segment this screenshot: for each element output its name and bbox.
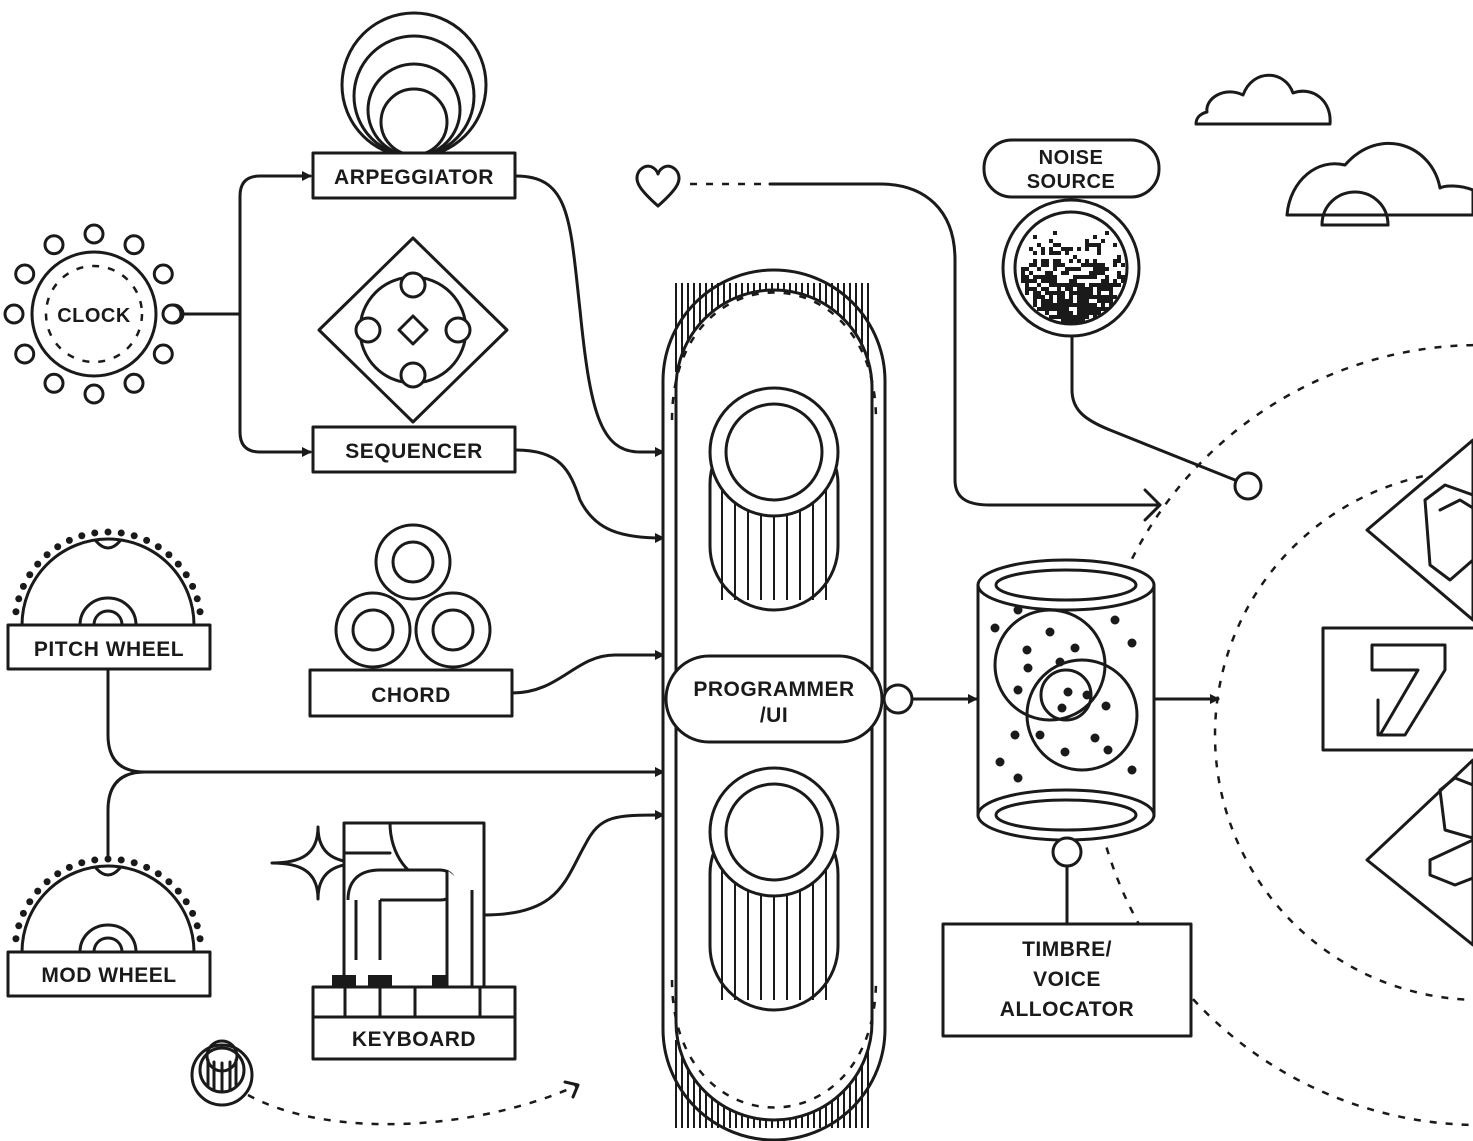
arpeggiator-node: ARPEGGIATOR xyxy=(311,11,517,200)
cloud-icon xyxy=(1285,141,1473,227)
clock-tick xyxy=(123,234,145,256)
timbre-label-line1: TIMBRE/ xyxy=(1022,938,1112,961)
mod-wheel-node: MOD WHEEL xyxy=(6,855,212,998)
voice-allocator-node xyxy=(1051,836,1083,868)
noise-label-line2: SOURCE xyxy=(1027,171,1116,193)
clock-tick xyxy=(14,343,36,365)
clock-tick xyxy=(83,383,105,405)
keyboard-label: KEYBOARD xyxy=(352,1028,476,1051)
programmer-ui-node: PROGRAMMER /UI xyxy=(661,268,887,1141)
noise-input-node xyxy=(1233,471,1263,501)
clock-tick xyxy=(3,303,25,325)
sparkle-icon xyxy=(270,825,366,901)
mod-wheel-label: MOD WHEEL xyxy=(41,964,176,987)
noise-source-node: NOISE SOURCE xyxy=(982,138,1161,338)
output-symbols xyxy=(1321,438,1473,947)
clock-tick xyxy=(83,223,105,245)
timbre-label-line3: ALLOCATOR xyxy=(1000,998,1134,1021)
sequencer-label: SEQUENCER xyxy=(345,440,483,463)
clock-tick xyxy=(43,372,65,394)
clock-tick xyxy=(152,343,174,365)
clock-tick xyxy=(43,234,65,256)
timbre-label-line2: VOICE xyxy=(1033,968,1101,991)
cloud-icon xyxy=(1194,73,1332,126)
keyboard-node: KEYBOARD xyxy=(270,821,517,1061)
heart-icon xyxy=(635,164,681,208)
output-dashed-ring-inner xyxy=(1213,468,1473,1002)
chord-node: CHORD xyxy=(308,523,514,718)
sequencer-node: SEQUENCER xyxy=(311,236,517,474)
clock-output-node xyxy=(161,303,183,325)
arpeggiator-label: ARPEGGIATOR xyxy=(334,166,494,189)
clock-tick xyxy=(14,263,36,285)
programmer-label-line2: /UI xyxy=(760,704,788,727)
clock-node: CLOCK xyxy=(3,223,185,405)
pitch-wheel-label: PITCH WHEEL xyxy=(34,638,184,661)
knob-icon xyxy=(190,1039,254,1107)
programmer-label-line1: PROGRAMMER xyxy=(693,678,854,701)
noise-label-line1: NOISE xyxy=(1039,147,1104,169)
clock-tick xyxy=(152,263,174,285)
timbre-voice-allocator-node: TIMBRE/ VOICE ALLOCATOR xyxy=(941,922,1193,1038)
clock-label: CLOCK xyxy=(57,305,131,327)
voice-cylinder xyxy=(976,558,1156,842)
chord-label: CHORD xyxy=(371,684,451,707)
programmer-output-node xyxy=(882,683,914,715)
clock-tick xyxy=(123,372,145,394)
pitch-wheel-node: PITCH WHEEL xyxy=(6,528,212,671)
